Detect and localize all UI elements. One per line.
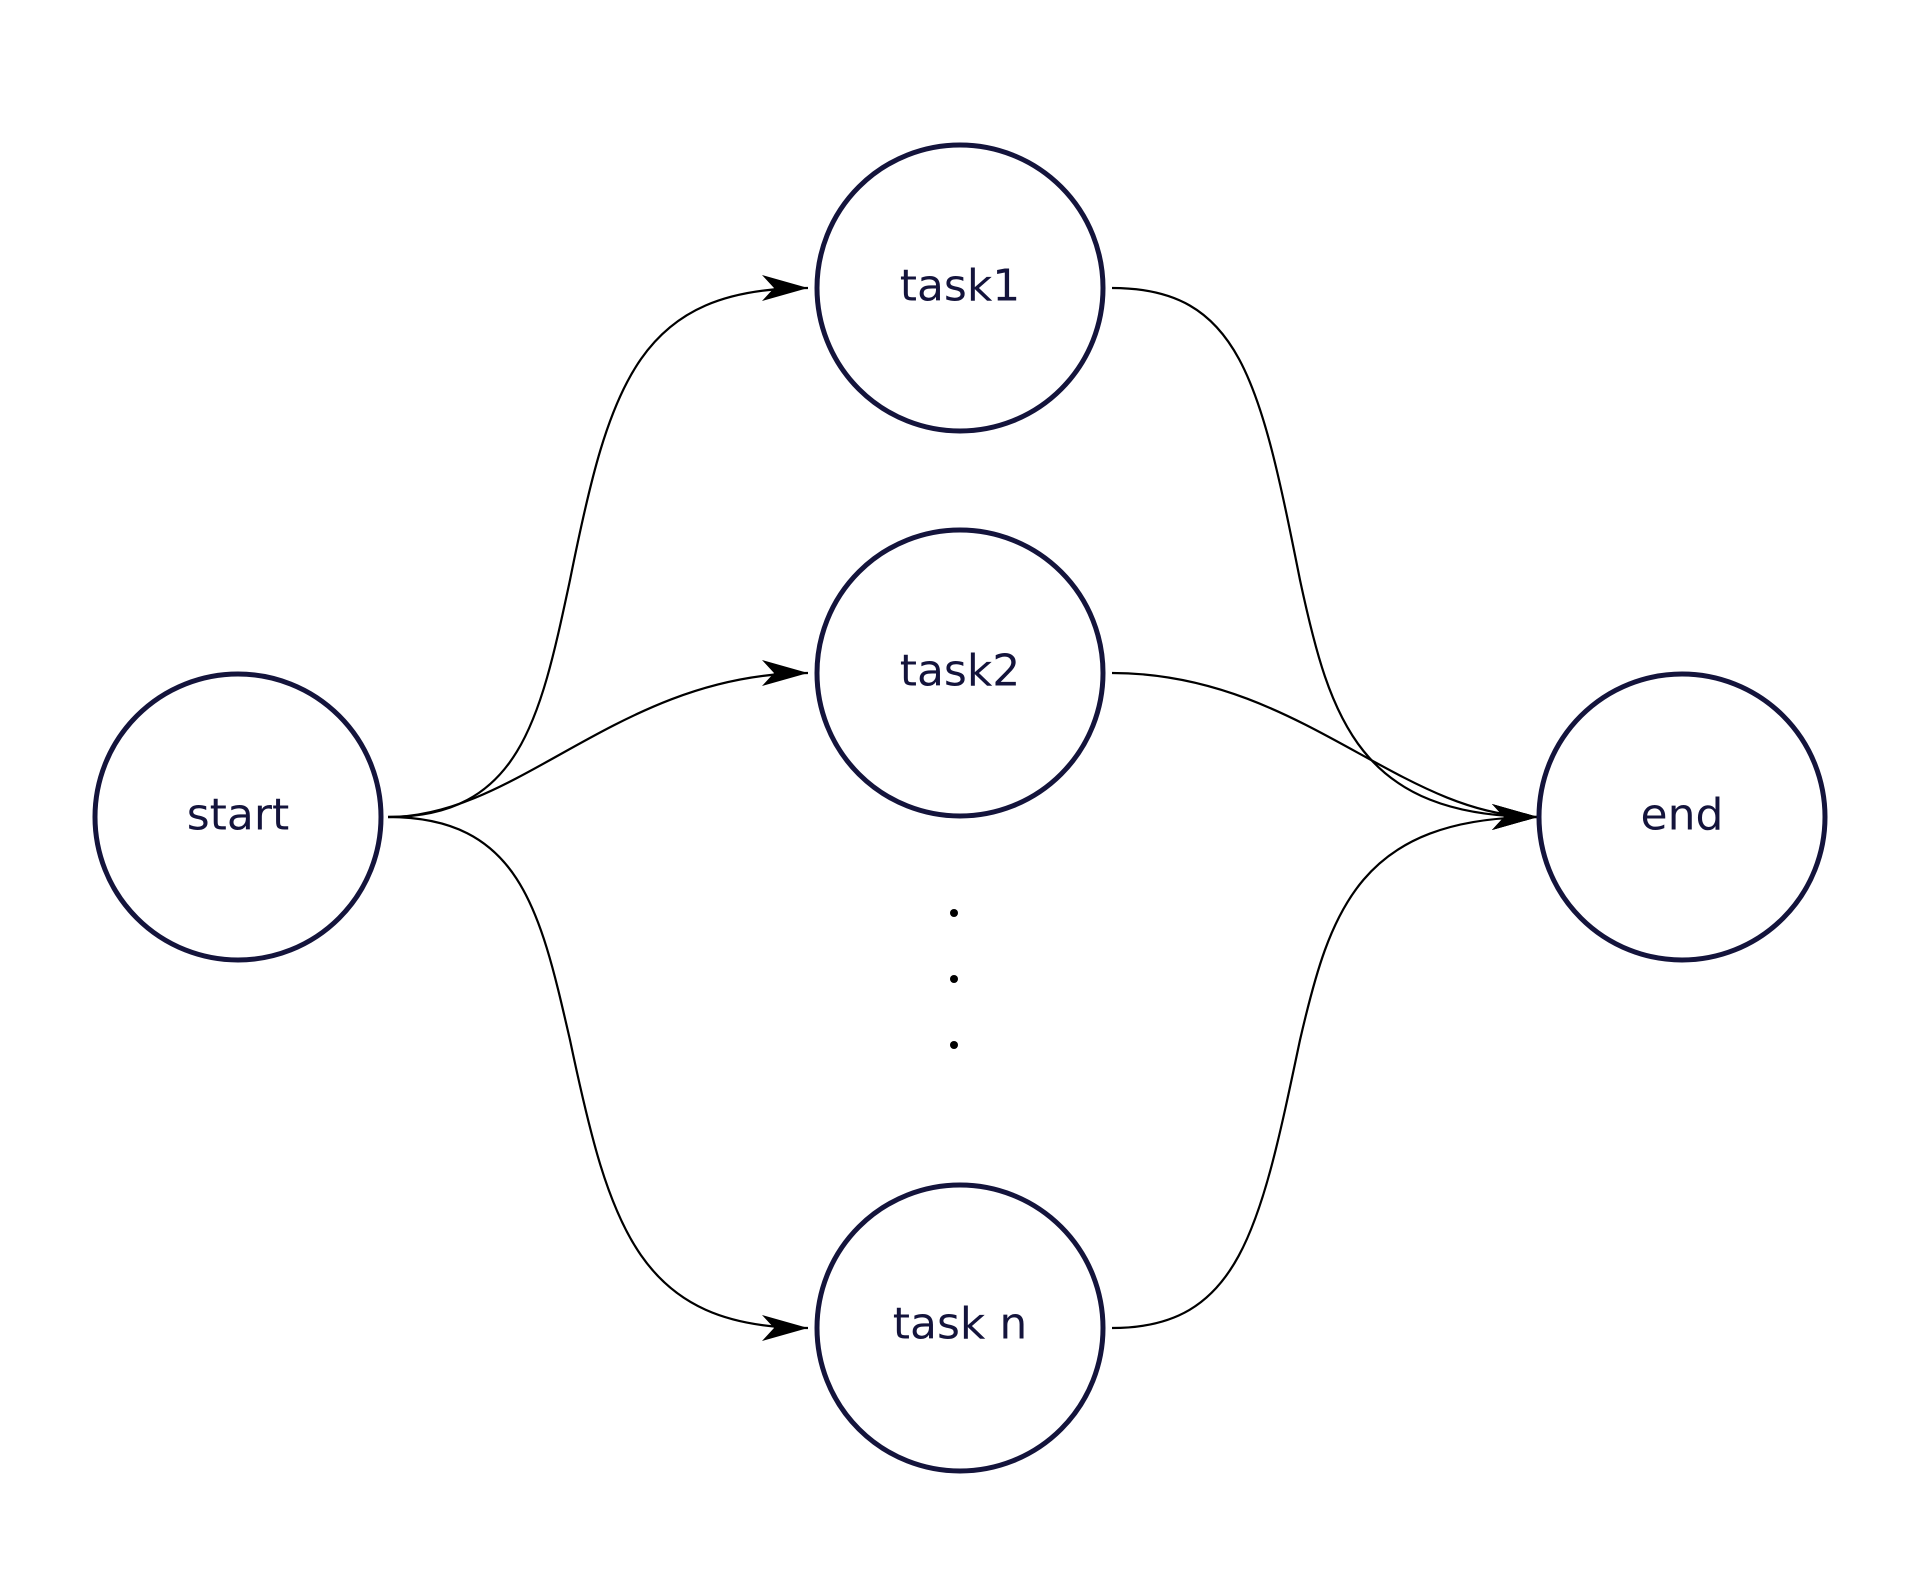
node-taskn-circle — [814, 1182, 1106, 1474]
node-start-circle — [92, 671, 384, 963]
edge-task1-end — [1111, 286, 1539, 830]
node-start[interactable]: start — [92, 671, 384, 963]
ellipsis-dot — [950, 909, 958, 917]
ellipsis — [950, 909, 958, 1049]
ellipsis-dot — [950, 1041, 958, 1049]
node-task1-circle — [814, 142, 1106, 434]
node-task2-label: task2 — [900, 646, 1021, 697]
node-task2-circle — [814, 527, 1106, 819]
edge-task2-end — [1111, 671, 1539, 830]
ellipsis-dot — [950, 975, 958, 983]
node-task2[interactable]: task2 — [814, 527, 1106, 819]
node-task1-label: task1 — [900, 261, 1021, 312]
edge-start-taskn — [387, 815, 809, 1341]
node-end-circle — [1536, 671, 1828, 963]
node-end-label: end — [1641, 790, 1724, 841]
node-task1[interactable]: task1 — [814, 142, 1106, 434]
edge-start-task2 — [387, 660, 809, 819]
node-taskn-label: task n — [893, 1299, 1028, 1350]
edge-taskn-end — [1111, 804, 1539, 1330]
edges — [387, 275, 1539, 1341]
node-taskn[interactable]: task n — [814, 1182, 1106, 1474]
edge-start-task1 — [387, 275, 809, 819]
node-start-label: start — [187, 790, 289, 841]
node-end[interactable]: end — [1536, 671, 1828, 963]
